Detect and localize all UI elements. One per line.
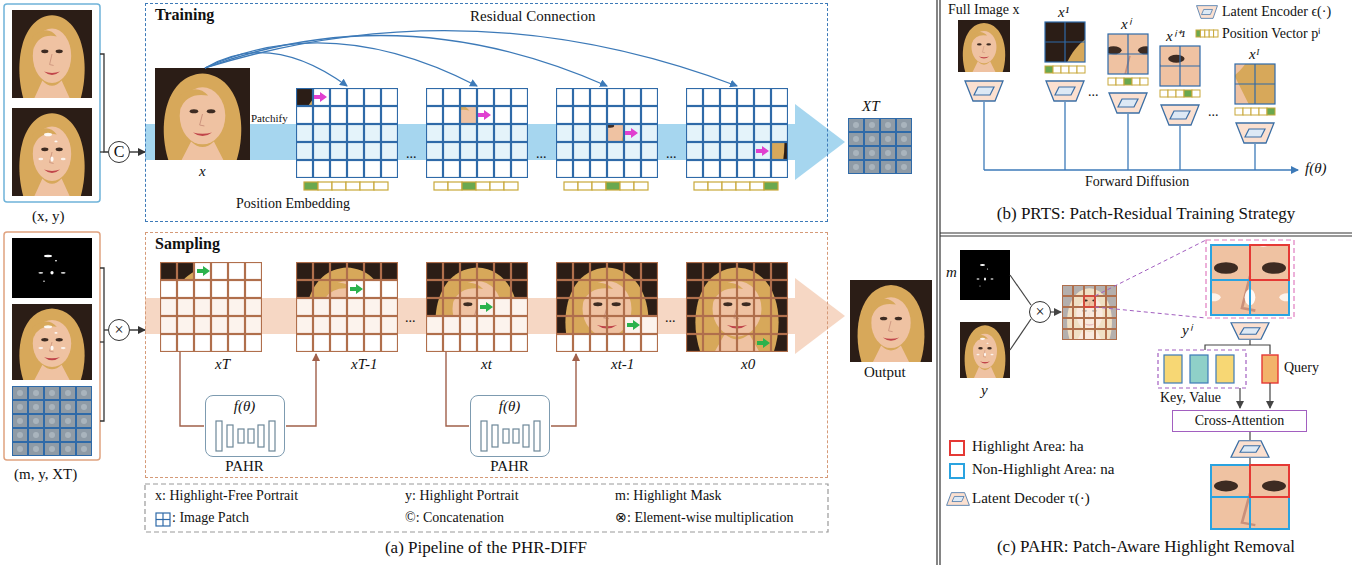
text-label: Position Embedding xyxy=(236,196,350,211)
text-label: ... xyxy=(1208,104,1219,119)
node-title: f(θ) xyxy=(461,398,559,415)
node-title: Training xyxy=(155,6,214,24)
text-label: ... xyxy=(666,146,677,161)
legend-text: Position Vector pⁱ xyxy=(1222,26,1320,41)
legend-item: m: Highlight Mask xyxy=(615,488,722,503)
text-label: ... xyxy=(405,310,416,325)
text-label: Query xyxy=(1284,360,1319,375)
text-label: Output xyxy=(864,364,906,381)
legend-item: Highlight Area: ha xyxy=(972,438,1084,455)
legend-item: y: Highlight Portrait xyxy=(405,488,519,503)
text-label: ... xyxy=(1088,84,1099,99)
multiply-operator: × xyxy=(1029,301,1051,323)
legend-item: Position Vector pⁱ xyxy=(1222,26,1320,41)
legend-text: m: Highlight Mask xyxy=(615,488,722,503)
pahr-block: f(θ)PAHR xyxy=(205,395,285,457)
node-title: Sampling xyxy=(155,235,220,253)
legend-text: Non-Highlight Area: na xyxy=(972,461,1114,477)
node-caption: PAHR xyxy=(196,458,294,475)
text-label: x xyxy=(199,163,206,180)
connector-arrow xyxy=(130,329,145,330)
attention-box: Cross-Attention xyxy=(1172,410,1307,432)
sampling-panel: Samplingf(θ)PAHRf(θ)PAHR xyxy=(145,232,828,478)
text-label: x¹ xyxy=(1058,4,1069,21)
node-title: Cross-Attention xyxy=(1195,413,1284,428)
text-label: (x, y) xyxy=(32,208,65,225)
text-label: XT xyxy=(862,98,880,115)
text-label: y xyxy=(981,382,988,399)
text-label: Forward Diffusion xyxy=(1085,174,1189,189)
text-label: xt-1 xyxy=(611,356,634,373)
legend-text: : Image Patch xyxy=(172,510,249,525)
text-label: f(θ) xyxy=(1305,160,1327,177)
legend-text: ⊗: Element-wise multiplication xyxy=(615,510,793,525)
text-label: xⁱ⁺¹ xyxy=(1166,28,1185,45)
text-label: xᴵ xyxy=(1249,46,1260,63)
legend-text: y: Highlight Portrait xyxy=(405,488,519,503)
text-label: Full Image x xyxy=(948,2,1020,17)
pahr-block: f(θ)PAHR xyxy=(470,395,550,457)
text-label: ... xyxy=(665,310,676,325)
legend-text: ©: Concatenation xyxy=(405,510,504,525)
text-label: x0 xyxy=(741,356,755,373)
text-label: xT-1 xyxy=(351,356,377,373)
legend-item: ⊗: Element-wise multiplication xyxy=(615,510,793,525)
node-title: f(θ) xyxy=(196,398,294,415)
node-caption: PAHR xyxy=(461,458,559,475)
legend-text: x: Highlight-Free Portrait xyxy=(155,488,298,503)
text-label: Key, Value xyxy=(1160,390,1221,405)
legend-item: Latent Decoder τ(·) xyxy=(972,490,1090,507)
node-title: C xyxy=(114,144,125,160)
text-label: xt xyxy=(481,356,492,373)
connector-arrow xyxy=(130,151,145,152)
text-label: (m, y, XT) xyxy=(14,466,77,483)
text-label: (c) PAHR: Patch-Aware Highlight Removal xyxy=(997,538,1295,557)
legend-item: ©: Concatenation xyxy=(405,510,504,525)
legend-item: Non-Highlight Area: na xyxy=(972,461,1114,478)
concat-operator: C xyxy=(108,141,130,163)
text-label: Patchify xyxy=(251,112,288,124)
text-label: m xyxy=(946,264,957,281)
text-label: yⁱ xyxy=(1182,322,1192,339)
legend-item: Latent Encoder ϵ(·) xyxy=(1222,4,1331,19)
node-title: × xyxy=(1035,304,1044,320)
training-panel: Training xyxy=(145,3,828,222)
text-label: xⁱ xyxy=(1121,16,1131,33)
legend-text: Highlight Area: ha xyxy=(972,438,1084,454)
text-label: (b) PRTS: Patch-Residual Training Strate… xyxy=(997,205,1295,224)
text-label: (a) Pipeline of the PHR-DIFF xyxy=(385,539,587,558)
text-label: ... xyxy=(406,146,417,161)
text-label: xT xyxy=(215,356,230,373)
legend-text: Latent Decoder τ(·) xyxy=(972,490,1090,506)
node-title: × xyxy=(114,322,123,338)
legend-item: x: Highlight-Free Portrait xyxy=(155,488,298,503)
legend-text: Latent Encoder ϵ(·) xyxy=(1222,4,1331,19)
text-label: ... xyxy=(536,146,547,161)
multiply-operator: × xyxy=(108,319,130,341)
text-label: Residual Connection xyxy=(470,8,595,25)
legend-item: : Image Patch xyxy=(172,510,249,525)
